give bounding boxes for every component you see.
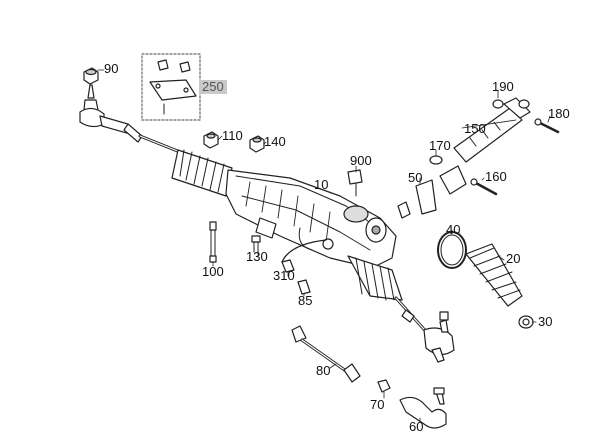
- wiring-cable: [281, 239, 327, 263]
- part-900-connector: [347, 169, 363, 197]
- callout-70: 70: [370, 397, 385, 412]
- callout-85: 85: [298, 293, 313, 308]
- callout-10: 10: [314, 177, 329, 192]
- callout-80: 80: [316, 363, 331, 378]
- callout-60: 60: [409, 419, 424, 434]
- part-90-nut: [83, 67, 99, 85]
- right-tie-rod-end: [394, 296, 455, 363]
- leader-lines: [97, 69, 551, 423]
- left-outer-tie-rod-end: [79, 84, 143, 143]
- part-130-bolt: [251, 235, 261, 253]
- left-bellows-boot: [171, 149, 233, 197]
- callout-90: 90: [104, 61, 119, 76]
- part-20-bellows: [465, 243, 523, 307]
- callout-110: 110: [222, 128, 243, 143]
- callout-130: 130: [246, 249, 268, 264]
- callout-140: 140: [264, 134, 286, 149]
- part-10-rack-housing: [225, 169, 397, 269]
- part-170-washer: [429, 155, 443, 165]
- callout-150: 150: [464, 121, 486, 136]
- universal-joint: [397, 165, 467, 219]
- part-30-clamp: [518, 315, 534, 329]
- part-110-nut: [203, 131, 219, 149]
- callout-900: 900: [350, 153, 372, 168]
- part-140-nut: [249, 135, 265, 153]
- part-160-bolt: [470, 178, 498, 196]
- callout-20: 20: [506, 251, 521, 266]
- callout-170: 170: [429, 138, 451, 153]
- part-100-bolt: [209, 221, 217, 263]
- part-70-nut: [377, 379, 391, 393]
- callout-50: 50: [408, 170, 423, 185]
- callout-40: 40: [446, 222, 461, 237]
- part-180-bolt: [534, 118, 560, 134]
- callout-160: 160: [485, 169, 507, 184]
- callout-30: 30: [538, 314, 553, 329]
- callout-100: 100: [202, 264, 224, 279]
- left-tie-rod: [138, 134, 182, 154]
- callout-310: 310: [273, 268, 295, 283]
- part-310-clip: [281, 259, 295, 273]
- right-bellows-on-rack: [347, 255, 403, 301]
- part-85-clip: [297, 279, 311, 295]
- part-60-outer-tie-rod-end: [399, 387, 447, 429]
- callout-250: 250: [199, 80, 227, 94]
- callout-180: 180: [548, 106, 570, 121]
- part-190-seal: [492, 99, 504, 109]
- part-40-clamp-ring: [437, 231, 467, 269]
- callout-190: 190: [492, 79, 514, 94]
- part-250-bracket-inset: [141, 53, 201, 121]
- part-80-inner-tie-rod: [291, 325, 361, 383]
